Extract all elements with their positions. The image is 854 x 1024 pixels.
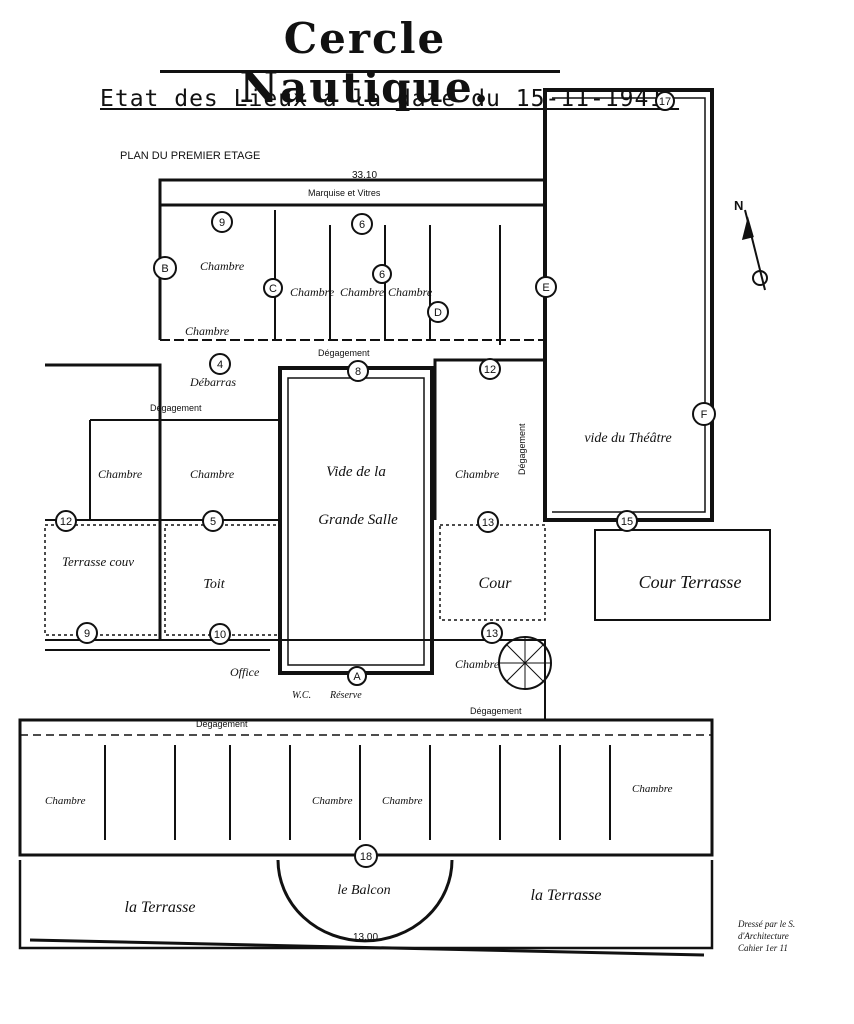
marker-label: 18 — [360, 851, 372, 863]
marker — [427, 301, 449, 323]
marker-label: 13 — [486, 628, 498, 640]
marker-label: A — [353, 671, 361, 683]
marker-label: 6 — [379, 269, 385, 281]
balcon-label: le Balcon — [337, 883, 390, 898]
north-label: N — [734, 198, 743, 213]
marker-label: 12 — [484, 364, 496, 376]
room-label: Débarras — [189, 375, 236, 389]
credit-line: Dressé par le S. — [738, 919, 796, 929]
marker-label: 17 — [659, 96, 671, 108]
north-arrow — [741, 209, 768, 291]
cour-terrasse-zone — [594, 529, 771, 621]
room-label: Chambre — [185, 324, 230, 338]
marker — [153, 256, 177, 280]
south-wing-wall — [18, 718, 714, 857]
marker-label: 9 — [84, 628, 90, 640]
marker — [209, 623, 231, 645]
marker-label: B — [161, 263, 168, 275]
marker — [263, 278, 283, 298]
marker-label: 6 — [359, 219, 365, 231]
room-label: Chambre — [455, 657, 500, 671]
room-label: Chambre — [455, 467, 500, 481]
theatre-label: vide du Théâtre — [584, 431, 671, 446]
dimension-bottom: 13.00 — [353, 932, 378, 943]
corridor-label: Dégagement — [517, 423, 527, 475]
grande-salle-label: Vide de la — [326, 464, 386, 480]
marker — [55, 510, 77, 532]
marker — [479, 358, 501, 380]
cour-area — [439, 524, 546, 621]
credit-line: d'Architecture — [738, 931, 789, 941]
marker — [209, 353, 231, 375]
marker — [347, 360, 369, 382]
marker-label: F — [701, 409, 708, 421]
credit-line: Cahier 1er 11 — [738, 943, 788, 953]
room-label: Chambre — [388, 285, 433, 299]
room-label: Chambre — [312, 795, 353, 807]
grande-salle-label: Grande Salle — [318, 512, 398, 528]
title-underline — [160, 70, 560, 73]
west-terrasse-area — [44, 524, 161, 636]
marker-label: 10 — [214, 629, 226, 641]
marker — [202, 510, 224, 532]
west-wing-wall — [45, 363, 162, 640]
balcony-arc — [276, 859, 454, 943]
room-label: Chambre — [45, 795, 86, 807]
marker-label: E — [542, 282, 549, 294]
corridor-label: Dégagement — [318, 348, 370, 358]
marker-label: 12 — [60, 516, 72, 528]
facade-label: Marquise et Vitres — [308, 188, 381, 198]
cour-terrasse-label: Cour Terrasse — [639, 572, 742, 592]
marker-label: 13 — [482, 517, 494, 529]
room-label: Chambre — [632, 783, 673, 795]
marker-label: 8 — [355, 366, 361, 378]
toit-label: Toit — [203, 577, 225, 592]
terrasse-left-label: la Terrasse — [125, 899, 196, 916]
marker — [477, 511, 499, 533]
room-label: W.C. — [292, 690, 311, 701]
room-label: Réserve — [329, 690, 362, 701]
room-label: Chambre — [190, 467, 235, 481]
marker — [655, 91, 675, 111]
corridor-label: Dégagement — [470, 706, 522, 716]
marker — [481, 622, 503, 644]
marker — [76, 622, 98, 644]
marker — [354, 844, 378, 868]
marker-label: C — [269, 283, 277, 295]
dimension-top: 33.10 — [352, 170, 377, 181]
room-label: Chambre — [200, 259, 245, 273]
marker-label: 5 — [210, 516, 216, 528]
room-label: Chambre — [290, 285, 335, 299]
marker — [535, 276, 557, 298]
terrasse-right-label: la Terrasse — [531, 887, 602, 904]
marker — [372, 264, 392, 284]
terrasse-couv-label: Terrasse couv — [62, 554, 134, 569]
room-label: Chambre — [382, 795, 423, 807]
credit-note: Dressé par le S. d'Architecture Cahier 1… — [738, 918, 795, 954]
marker-label: 4 — [217, 359, 223, 371]
marker — [347, 666, 367, 686]
room-label: Chambre — [98, 467, 143, 481]
marker-label: D — [434, 307, 442, 319]
marker — [616, 510, 638, 532]
corridor-label: Dégagement — [196, 719, 248, 729]
floor-label: PLAN DU PREMIER ETAGE — [120, 150, 261, 162]
marker — [351, 213, 373, 235]
marker — [692, 402, 716, 426]
marker-label: 9 — [219, 217, 225, 229]
room-label: Office — [230, 665, 260, 679]
room-label: Chambre — [340, 285, 385, 299]
theatre-void — [543, 88, 714, 522]
cour-label: Cour — [479, 575, 513, 592]
corridor-label: Dégagement — [150, 403, 202, 413]
marker — [211, 211, 233, 233]
marker-label: 15 — [621, 516, 633, 528]
